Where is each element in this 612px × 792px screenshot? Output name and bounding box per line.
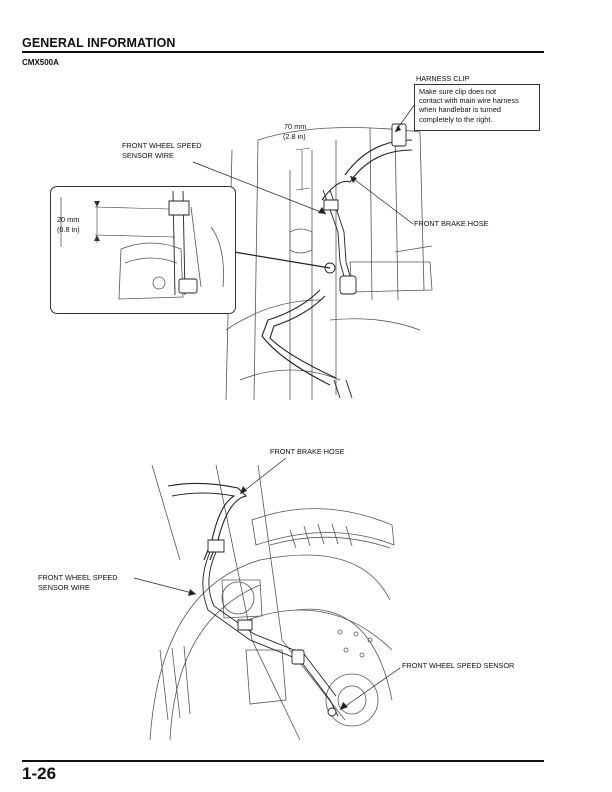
brake-hose-label-bottom: FRONT BRAKE HOSE [270, 447, 345, 456]
section-title: GENERAL INFORMATION [22, 36, 176, 50]
sensor-wire-label-top-line2: SENSOR WIRE [122, 151, 174, 160]
sensor-wire-label-bottom-line2: SENSOR WIRE [38, 583, 90, 592]
note-line: contact with main wire harness [419, 96, 519, 106]
brake-hose-lower [262, 290, 330, 385]
speed-sensor-label: FRONT WHEEL SPEED SENSOR [402, 661, 515, 670]
note-line: when handlebar is turned [419, 105, 501, 115]
header-rule [22, 51, 544, 53]
brake-hose-leader-bottom [240, 458, 286, 494]
sensor-wire-label-top-line1: FRONT WHEEL SPEED [122, 141, 202, 150]
page-number: 1-26 [22, 764, 57, 783]
dimension-20mm-imperial: (0.8 in) [57, 225, 80, 234]
sensor-wire-bottom [203, 548, 338, 716]
inset-pointer [234, 252, 330, 268]
harness-clip-shape [392, 124, 406, 146]
harness-clip-label: HARNESS CLIP [416, 74, 470, 83]
sensor-wire-label-bottom-line1: FRONT WHEEL SPEED [38, 573, 118, 582]
harness-clip-note: Make sure clip does not contact with mai… [414, 84, 540, 131]
model-label: CMX500A [22, 58, 59, 67]
dimension-20mm: 20 mm [57, 215, 80, 224]
front-fender [252, 509, 394, 545]
detail-inset: 20 mm (0.8 in) [50, 186, 236, 314]
dimension-70mm: 70 mm [284, 122, 307, 131]
brake-hose-leader-top [350, 176, 413, 224]
sensor-wire-leader-top [193, 162, 326, 214]
speed-sensor-leader [340, 668, 400, 710]
sensor-wire-leader-bottom [134, 578, 196, 594]
brake-hose-label-top: FRONT BRAKE HOSE [414, 219, 489, 228]
note-line: completely to the right. [419, 114, 493, 124]
inset-drawing [51, 187, 237, 315]
footer-rule [22, 760, 544, 762]
note-line: Make sure clip does not [419, 87, 497, 96]
dimension-70mm-imperial: (2.8 in) [283, 132, 306, 141]
